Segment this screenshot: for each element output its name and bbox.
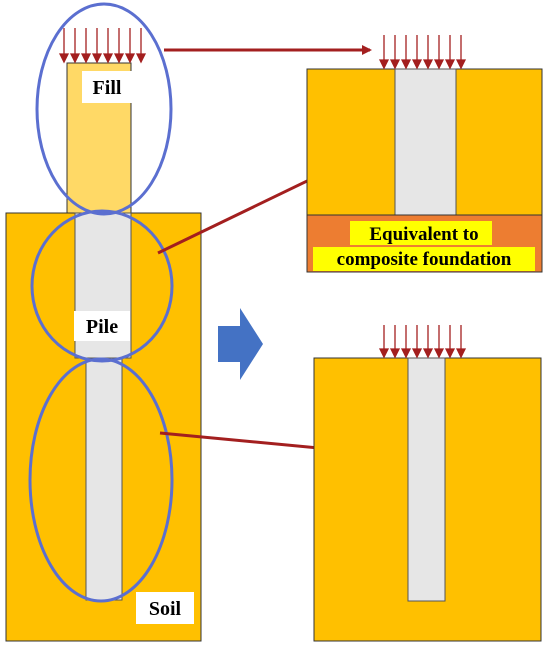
lower-load-arrows-icon <box>378 325 467 359</box>
composite-pile <box>394 68 457 216</box>
equivalent-label-highlight-1 <box>350 221 492 245</box>
fill-zone-ellipse <box>35 2 173 216</box>
composite-load-arrows-icon <box>378 35 467 70</box>
soil-label-box <box>136 592 194 624</box>
fill-label: Fill <box>93 77 122 99</box>
lower-pile <box>407 357 446 602</box>
fill-label-box <box>82 71 132 103</box>
soil-zone-ellipse <box>28 357 174 603</box>
pile-lower-segment <box>85 357 123 601</box>
right-arrow-icon <box>218 308 263 380</box>
pile-label: Pile <box>86 316 118 338</box>
equivalent-label-highlight-2 <box>313 247 535 271</box>
pile-label-box <box>74 311 130 341</box>
load-arrows-icon <box>58 28 147 64</box>
equivalent-label-line2: composite foundation <box>337 249 512 270</box>
equivalent-label-line1: Equivalent to <box>369 224 478 245</box>
pile-soil-system <box>313 325 542 642</box>
soil-label: Soil <box>149 598 182 620</box>
composite-system: Equivalent to composite foundation <box>306 35 543 273</box>
left-system: Fill Pile Soil <box>5 2 202 642</box>
pile-zone-ellipse <box>30 209 174 363</box>
